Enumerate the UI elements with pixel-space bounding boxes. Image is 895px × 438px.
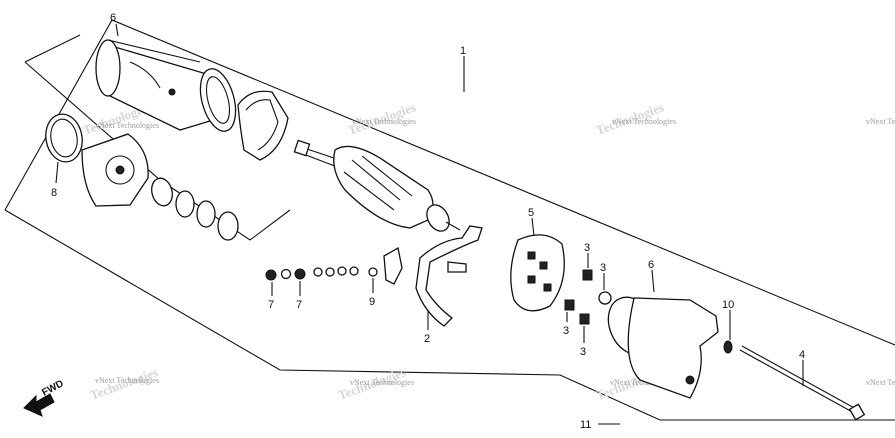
callout-5-brush-plate: 5 (528, 207, 534, 219)
callouts: 6 1 8 5 3 3 3 3 6 10 4 7 7 9 2 11 (51, 12, 805, 431)
washer-10 (723, 340, 733, 354)
watermark-4: vNext Technologies (866, 117, 895, 126)
watermark-2: vNext Technologies (352, 117, 416, 126)
housing-group-outline (24, 34, 81, 63)
brush-bracket (415, 225, 483, 327)
armature (293, 139, 461, 232)
callout-11-bolt: 11 (580, 419, 591, 431)
callout-8-o-ring: 8 (51, 187, 57, 199)
watermark-group: Technologies vNext Technologies Technolo… (81, 99, 895, 402)
terminal-bolt (383, 246, 403, 285)
callout-3-brush-a: 3 (584, 242, 590, 254)
callout-7-nut-b: 7 (296, 299, 302, 311)
assembly-outline-lower (4, 209, 895, 421)
rear-cover (607, 296, 719, 399)
callout-7-nut-a: 7 (268, 299, 274, 311)
callout-6-rear-cover: 6 (648, 259, 654, 271)
brush-springs (564, 269, 612, 325)
fwd-arrow-icon (23, 393, 55, 417)
assembly-outline (4, 19, 895, 346)
fwd-indicator: FWD (23, 378, 66, 417)
hardware-row (265, 266, 378, 281)
front-cover-group (45, 113, 239, 241)
brush-plate (510, 234, 565, 312)
through-bolt (739, 345, 866, 421)
callout-6-housing: 6 (110, 12, 116, 24)
callout-3-brush-c: 3 (563, 325, 569, 337)
watermark-3: vNext Technologies (612, 117, 676, 126)
callout-4-through-bolt: 4 (799, 349, 805, 361)
callout-3-brush-b: 3 (600, 262, 606, 274)
callout-3-brush-d: 3 (580, 346, 586, 358)
watermark-1: vNext Technologies (95, 121, 159, 130)
motor-housing (95, 39, 237, 132)
callout-9-terminal: 9 (369, 296, 375, 308)
leader-lines (55, 23, 804, 425)
watermark-5: vNext Technologies (95, 376, 159, 385)
magnet-ring (237, 90, 289, 161)
watermark-6: vNext Technologies (350, 378, 414, 387)
watermark-7: vNext Technologies (610, 378, 674, 387)
fwd-label: FWD (40, 378, 65, 398)
callout-2-bracket: 2 (424, 333, 430, 345)
watermark-8: vNext Technologies (866, 378, 895, 387)
callout-10-washer: 10 (722, 299, 734, 311)
callout-1-assembly: 1 (460, 45, 466, 57)
